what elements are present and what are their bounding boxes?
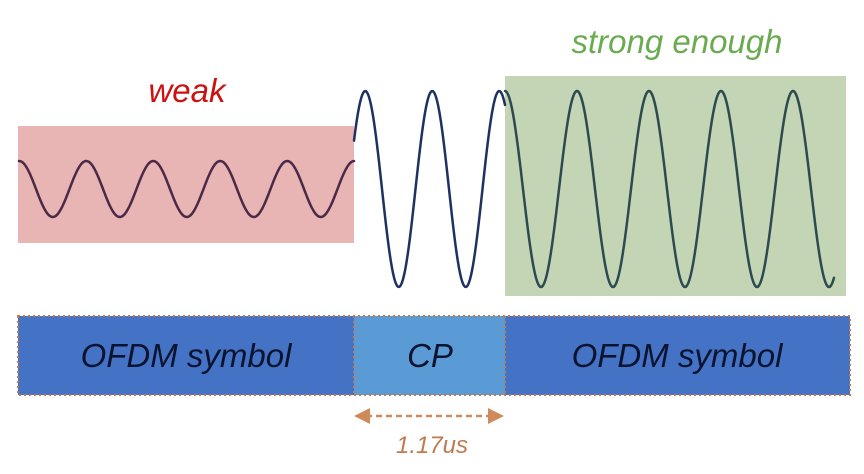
weak-waveform xyxy=(17,159,356,219)
duration-arrow-head-right xyxy=(488,408,504,424)
strong-region xyxy=(505,76,846,296)
weak-region xyxy=(18,126,354,243)
ofdm-symbol-block-right xyxy=(505,316,850,395)
block-label-ofdm-right: OFDM symbol xyxy=(572,337,785,374)
ofdm-symbol-block-left xyxy=(18,316,354,395)
blocks-border xyxy=(17,315,851,396)
duration-arrow xyxy=(354,408,504,424)
block-label-cp: CP xyxy=(407,337,453,374)
cp-waveform xyxy=(352,89,507,289)
cp-block xyxy=(354,316,505,395)
strong-waveform xyxy=(503,89,836,289)
strong-label: strong enough xyxy=(571,23,782,60)
duration-arrow-head-left xyxy=(354,408,370,424)
block-label-ofdm-left: OFDM symbol xyxy=(81,337,294,374)
weak-label: weak xyxy=(148,72,227,109)
duration-label: 1.17us xyxy=(396,432,468,459)
